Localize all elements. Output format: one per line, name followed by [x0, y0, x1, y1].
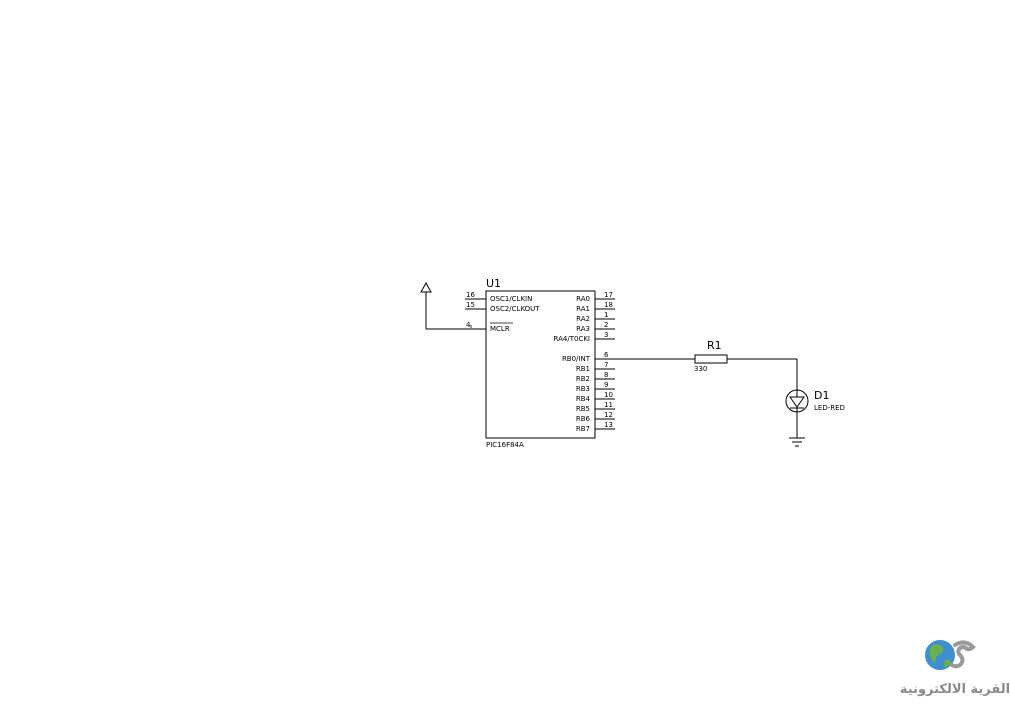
pin-number: 12 — [604, 411, 613, 419]
globe-land — [930, 644, 951, 668]
r1-reference: R1 — [707, 339, 722, 352]
pin-label: RA4/T0CKI — [554, 335, 590, 343]
led-d1[interactable] — [785, 389, 809, 413]
pin-number: 17 — [604, 291, 613, 299]
pin-number: 7 — [604, 361, 608, 369]
pin-number: 2 — [604, 321, 608, 329]
pin-label: RB3 — [576, 385, 590, 393]
r1-value: 330 — [694, 365, 707, 373]
pin-number: 3 — [604, 331, 608, 339]
pin-number: 10 — [604, 391, 613, 399]
pin-label: RB5 — [576, 405, 590, 413]
ic-u1-body — [485, 290, 596, 439]
pin-number: 1 — [604, 311, 608, 319]
pin-number: 8 — [604, 371, 608, 379]
pin-label: RA2 — [576, 315, 590, 323]
pin-label: OSC2/CLKOUT — [490, 305, 540, 313]
led-d1-triangle — [789, 396, 805, 408]
watermark-text: القرية الالكترونية — [900, 682, 1010, 697]
u1-part-number: PIC16F84A — [486, 441, 524, 449]
pin-label: RA1 — [576, 305, 590, 313]
pin-number: 4 — [466, 321, 471, 329]
d1-value: LED-RED — [814, 404, 845, 412]
watermark-logo: القرية الالكترونية — [900, 640, 1010, 697]
pin-number: 6 — [604, 351, 609, 359]
d1-reference: D1 — [814, 389, 829, 402]
u1-reference: U1 — [486, 277, 501, 290]
pin-label: RB4 — [576, 395, 591, 403]
pin-label: RB7 — [576, 425, 590, 433]
pin-label: RA3 — [576, 325, 590, 333]
pin-number: 18 — [604, 301, 613, 309]
pin-label: RB0/INT — [562, 355, 591, 363]
pin-number: 16 — [466, 291, 475, 299]
wire-r1-d1[interactable] — [727, 358, 798, 390]
pin-label: RA0 — [576, 295, 590, 303]
pin-label: MCLR — [490, 325, 510, 333]
pin-label: RB6 — [576, 415, 591, 423]
pin-number: 13 — [604, 421, 613, 429]
resistor-r1-body — [694, 354, 728, 364]
pin-label: OSC1/CLKIN — [490, 295, 532, 303]
resistor-r1[interactable]: R1 330 — [694, 339, 728, 373]
u1-right-pins: 17RA018RA11RA22RA33RA4/T0CKI6RB0/INT7RB1… — [554, 291, 615, 433]
pin-label: RB2 — [576, 375, 590, 383]
pin-label: RB1 — [576, 365, 590, 373]
ground-symbol[interactable] — [789, 412, 805, 447]
pin-number: 11 — [604, 401, 613, 409]
pin-number: 9 — [604, 381, 608, 389]
wrench-icon — [950, 640, 976, 669]
pin-number: 15 — [466, 301, 475, 309]
power-terminal[interactable] — [420, 281, 486, 330]
